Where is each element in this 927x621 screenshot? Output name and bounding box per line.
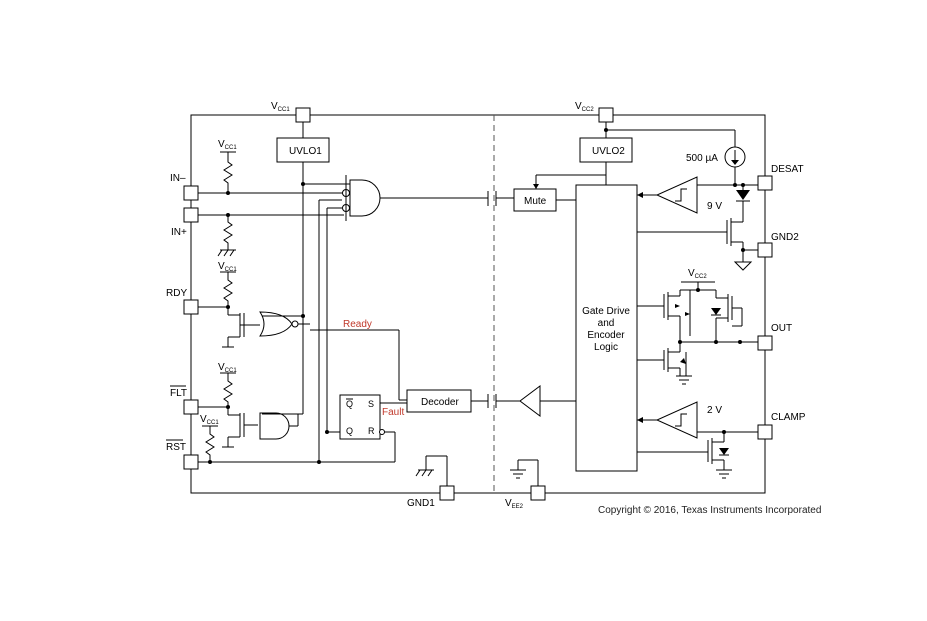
copyright-notice: Copyright © 2016, Texas Instruments Inco… (598, 505, 822, 516)
pin-out: OUT (757, 323, 792, 351)
desat-comparator (655, 176, 698, 214)
svg-text:Logic: Logic (594, 342, 618, 353)
svg-text:VCC1: VCC1 (218, 261, 237, 273)
svg-text:Q: Q (346, 426, 353, 436)
sr-latch (339, 394, 381, 440)
pin-rst: RST (166, 439, 199, 470)
svg-text:VEE2: VEE2 (505, 498, 524, 510)
pin-gnd1: GND1 (407, 485, 455, 509)
desat-diode (736, 190, 750, 200)
svg-text:Mute: Mute (524, 196, 547, 207)
svg-text:VCC1: VCC1 (200, 414, 219, 426)
pin-vee2: VEE2 (505, 485, 546, 510)
svg-text:VCC1: VCC1 (271, 101, 290, 113)
pin-vcc2: VCC2 (575, 101, 614, 123)
svg-text:2 V: 2 V (707, 405, 722, 416)
svg-text:VCC1: VCC1 (218, 139, 237, 151)
svg-text:UVLO1: UVLO1 (289, 146, 322, 157)
fault-label: Fault (382, 407, 404, 418)
svg-text:S: S (368, 399, 374, 409)
svg-text:VCC2: VCC2 (575, 101, 594, 113)
pin-rdy: RDY (166, 288, 199, 315)
svg-text:IN+: IN+ (171, 227, 187, 238)
fault-and-gate (259, 412, 290, 440)
svg-text:VCC2: VCC2 (688, 268, 707, 280)
svg-text:GND1: GND1 (407, 498, 435, 509)
gate-drive-logic-block (575, 184, 638, 472)
ready-nor-gate (259, 311, 293, 337)
uvlo1-block (276, 137, 330, 163)
svg-text:RST: RST (166, 442, 186, 453)
clamp-comparator (655, 401, 698, 439)
svg-text:CLAMP: CLAMP (771, 412, 806, 423)
svg-text:GND2: GND2 (771, 232, 799, 243)
svg-text:VCC1: VCC1 (218, 362, 237, 374)
pin-in-plus: IN+ (171, 207, 199, 238)
svg-text:Q: Q (346, 399, 353, 409)
svg-text:DESAT: DESAT (771, 164, 804, 175)
svg-text:UVLO2: UVLO2 (592, 146, 625, 157)
svg-text:OUT: OUT (771, 323, 792, 334)
svg-text:IN–: IN– (170, 173, 186, 184)
svg-text:Encoder: Encoder (587, 330, 625, 341)
uvlo2-block (579, 137, 633, 163)
svg-text:500 µA: 500 µA (686, 153, 718, 164)
input-and-gate (349, 179, 381, 217)
svg-text:RDY: RDY (166, 288, 187, 299)
pin-vcc1: VCC1 (271, 101, 311, 123)
svg-text:Gate Drive: Gate Drive (582, 306, 630, 317)
svg-text:Decoder: Decoder (421, 397, 459, 408)
pin-in-minus: IN– (170, 173, 199, 201)
svg-text:R: R (368, 426, 375, 436)
svg-text:FLT: FLT (170, 388, 187, 399)
svg-text:and: and (598, 318, 615, 329)
pin-desat: DESAT (757, 164, 804, 191)
pin-gnd2: GND2 (757, 232, 799, 258)
ready-label: Ready (343, 319, 372, 330)
pin-flt: FLT (170, 385, 199, 415)
fault-buffer (519, 385, 541, 417)
svg-text:9 V: 9 V (707, 201, 722, 212)
